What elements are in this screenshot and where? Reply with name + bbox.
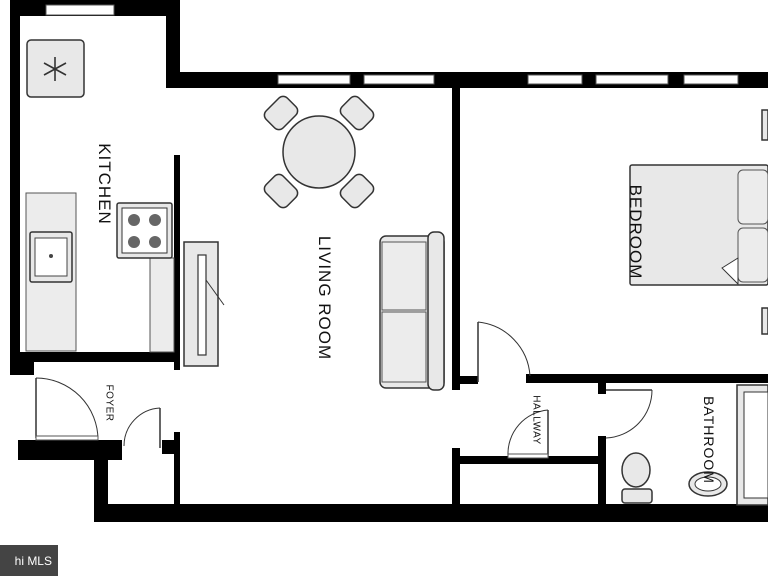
wall-bath-west-upper [598, 374, 606, 394]
nightstand-top [761, 109, 768, 141]
window-bedroom-1 [527, 74, 583, 85]
sofa-icon [379, 231, 445, 391]
wall-kitchen-east-upper [166, 0, 180, 88]
kitchen-fixtures [25, 39, 175, 353]
wall-kitchen-south [10, 352, 180, 362]
window-living-1 [277, 74, 351, 85]
doors [35, 321, 653, 459]
room-label-bedroom: BEDROOM [626, 184, 645, 280]
tv-console-icon [183, 241, 225, 367]
wall-closet2-north [460, 456, 606, 464]
wall-bath-west-lower [598, 436, 606, 508]
bath-sink-icon [688, 471, 728, 497]
room-label-foyer: FOYER [103, 384, 115, 422]
windows [45, 4, 739, 85]
wall-closet-east [174, 432, 180, 522]
window-living-2 [363, 74, 435, 85]
door-hall-closet [507, 409, 549, 459]
wall-south [94, 504, 768, 522]
wall-foyer-corner [10, 362, 34, 375]
cooktop-icon [116, 202, 173, 259]
room-label-hallway: HALLWAY [530, 395, 542, 445]
door-bathroom [605, 389, 653, 439]
wall-closet-west [94, 440, 108, 522]
wall-kitchen-east [174, 155, 180, 370]
bathtub-icon [736, 384, 768, 506]
wall-hall-stub [460, 376, 478, 384]
snowflake-icon [43, 57, 67, 81]
wall-bedroom-south [526, 374, 768, 383]
door-entry [35, 377, 99, 441]
sink-icon [29, 231, 73, 283]
wall-hall-lower [452, 448, 460, 508]
door-bedroom [477, 321, 531, 382]
window-bedroom-3 [683, 74, 739, 85]
toilet-icon [621, 452, 653, 504]
nightstand-bottom [761, 307, 768, 335]
door-closet [123, 407, 161, 448]
wall-bedroom-west [452, 88, 460, 390]
room-label-kitchen: KITCHEN [95, 143, 114, 225]
bed-icon [629, 164, 768, 286]
dining-table-icon [263, 95, 375, 209]
mls-watermark: hi MLS [0, 545, 58, 576]
window-kitchen [45, 4, 115, 16]
wall-kitchen-west [10, 0, 20, 375]
wall-north [166, 72, 768, 88]
room-label-living-room: LIVING ROOM [315, 235, 334, 361]
kitchen-counter-2 [149, 257, 175, 353]
refrigerator-icon [26, 39, 85, 98]
window-bedroom-2 [595, 74, 669, 85]
room-label-bathroom: BATHROOM [701, 396, 717, 484]
